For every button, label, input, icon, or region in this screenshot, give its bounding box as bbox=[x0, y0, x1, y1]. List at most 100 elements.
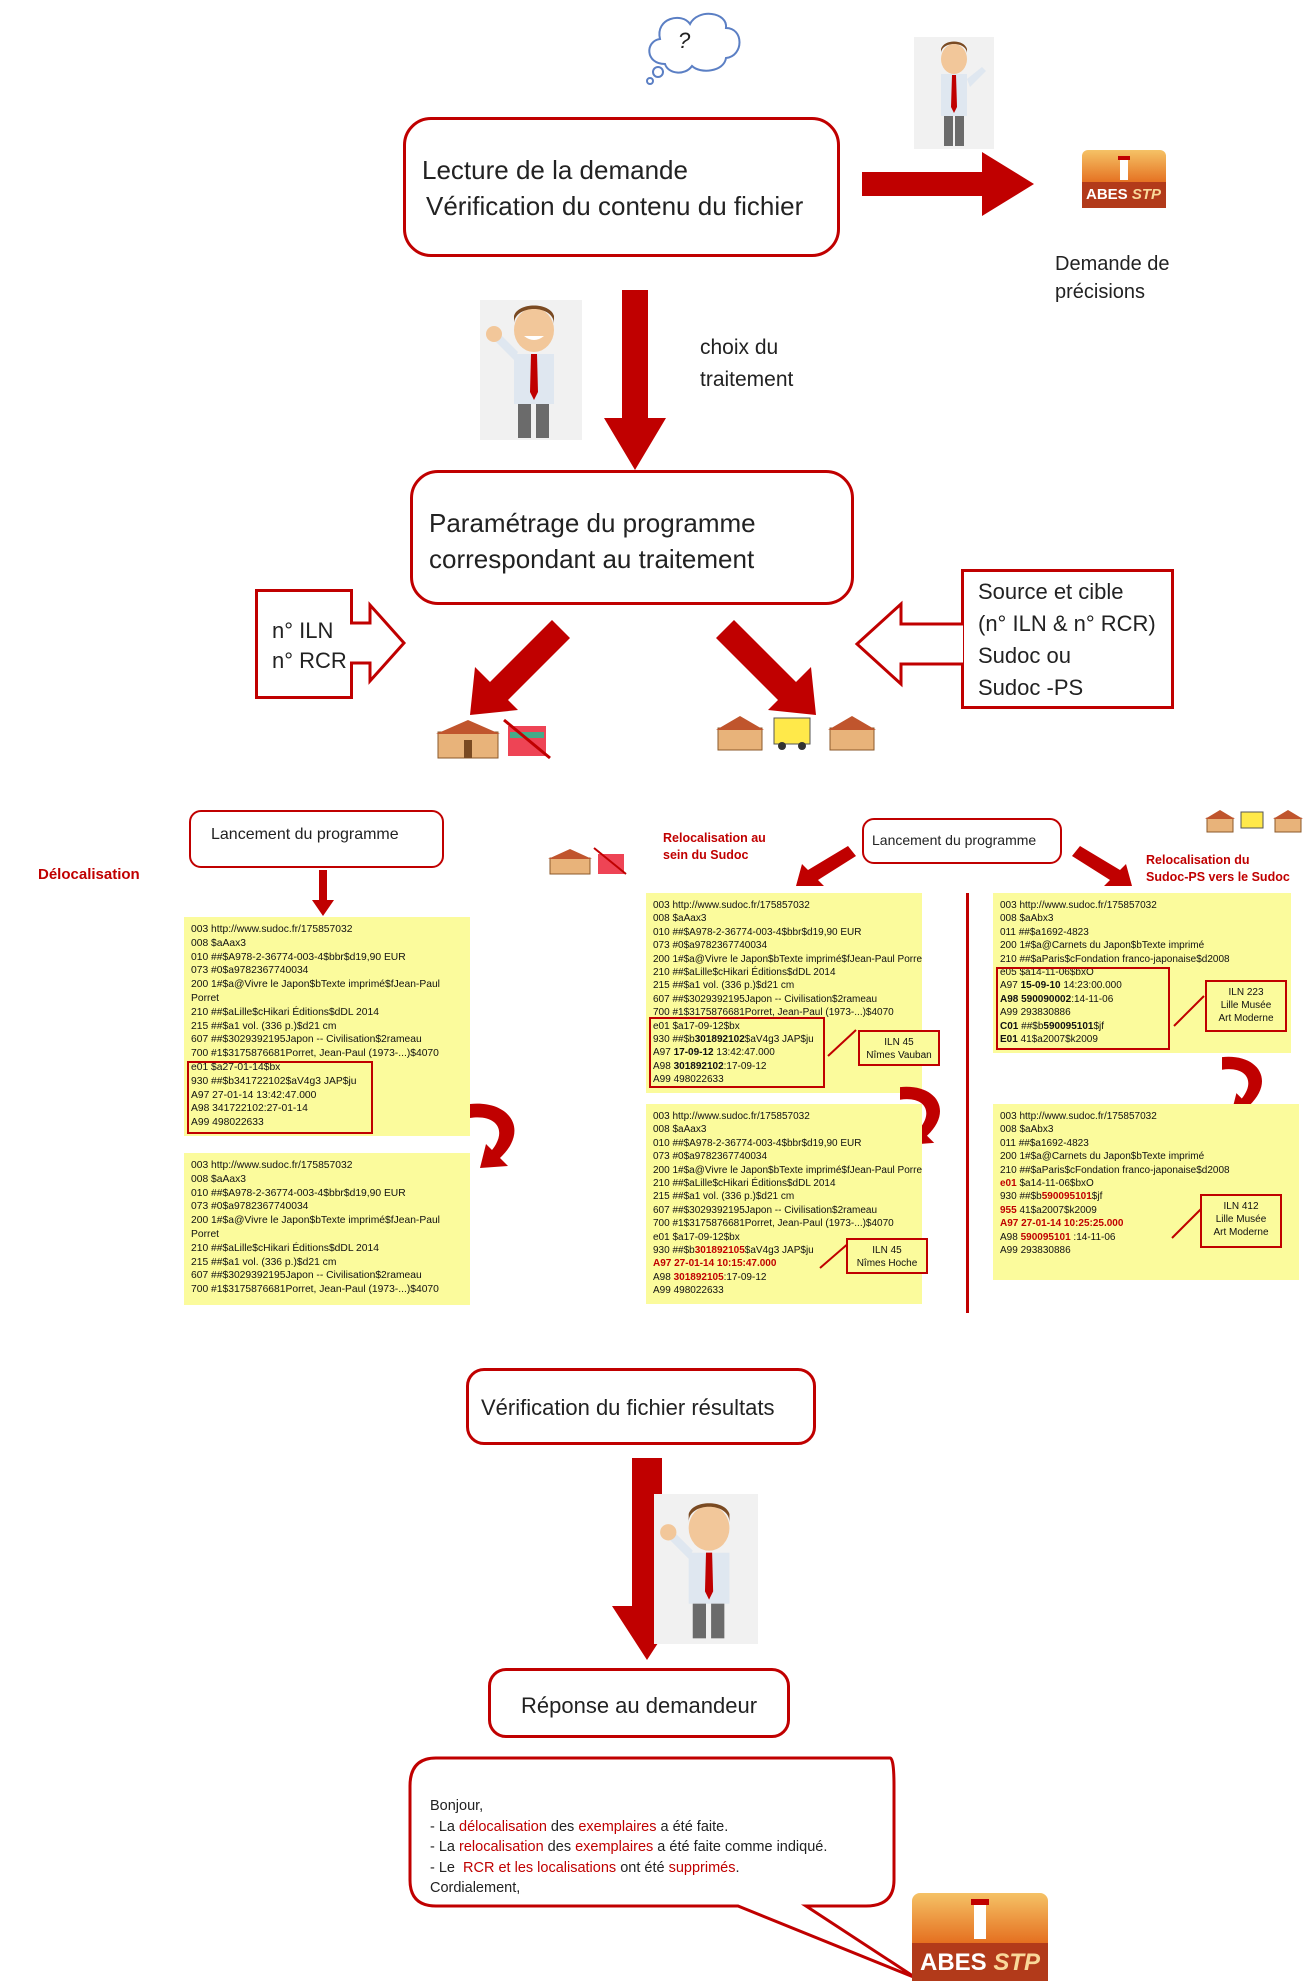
deloc-before-line: 930 ##$b341722102$aV4g3 JAP$ju bbox=[191, 1075, 357, 1087]
reloc-a98-rcr: 301892102 bbox=[673, 1060, 724, 1072]
demande-precisions-label: Demande de précisions bbox=[1055, 250, 1170, 306]
deloc-before-line: 003 http://www.sudoc.fr/175857032 bbox=[191, 924, 353, 935]
person-thumbsup-icon bbox=[654, 1494, 758, 1644]
reloc-ps-before-line: C01 ##$b590095101$jf bbox=[1000, 1020, 1284, 1033]
reloc-before-line: 073 #0$a9782367740034 bbox=[653, 940, 768, 952]
reply-text: - La bbox=[430, 1818, 460, 1835]
reloc-ps-a97-time: 14:23:00.000 bbox=[1060, 980, 1122, 992]
reloc-ps-before-line: A99 293830886 bbox=[1000, 1007, 1071, 1019]
reloc-ps-after-line: 955 41$a2007$k2009 bbox=[1000, 1204, 1292, 1217]
right-input-box: Source et cible (n° ILN & n° RCR) Sudoc … bbox=[961, 569, 1174, 709]
reloc-after-line: A99 498022633 bbox=[653, 1285, 724, 1297]
reply-keyword: supprimés bbox=[668, 1859, 736, 1876]
reloc-record-after: 003 http://www.sudoc.fr/175857032 008 $a… bbox=[646, 1104, 922, 1304]
arrow-down-right-icon bbox=[716, 620, 816, 715]
reloc-ps-e01-rest: 41$a2007$k2009 bbox=[1017, 1034, 1098, 1046]
reloc-ps-after-line: A99 293830886 bbox=[1000, 1245, 1071, 1257]
outline-arrow-right-icon bbox=[350, 601, 407, 685]
deloc-before-line: 210 ##$aLille$cHikari Éditions$dDL 2014 bbox=[191, 1006, 379, 1018]
arrow-down-small-icon bbox=[312, 870, 334, 916]
reloc-ps-after-line: A98 590095101 :14-11-06 bbox=[1000, 1231, 1292, 1244]
deloc-after-line: 073 #0$a9782367740034 bbox=[191, 1201, 309, 1213]
reloc-ps-a98-rcr: A98 590090002 bbox=[1000, 993, 1072, 1005]
reloc-ps-after-line: 003 http://www.sudoc.fr/175857032 bbox=[1000, 1111, 1157, 1122]
reply-text: . bbox=[735, 1859, 740, 1876]
reloc-before-line: 003 http://www.sudoc.fr/175857032 bbox=[653, 900, 810, 911]
arrow-down-right-small-icon bbox=[1072, 846, 1132, 886]
reloc-ps-before-tag-line1: ILN 223 bbox=[1228, 987, 1264, 998]
reply-text: a été faite comme indiqué. bbox=[653, 1839, 828, 1856]
reloc-before-line: 607 ##$3029392195Japon -- Civilisation$2… bbox=[653, 993, 878, 1005]
choix-line1: choix du bbox=[700, 336, 779, 359]
deloc-after-line: 200 1#$a@Vivre le Japon$bTexte imprimé$f… bbox=[191, 1215, 440, 1227]
deloc-after-line: 215 ##$a1 vol. (336 p.)$d21 cm bbox=[191, 1256, 337, 1268]
reloc-ps-before-line: e05 $a14-11-06$bxO bbox=[1000, 967, 1094, 979]
right-input-line2: (n° ILN & n° RCR) bbox=[978, 611, 1156, 636]
speech-bubble-icon bbox=[408, 1756, 917, 1980]
reloc-ps-before-tag-line3: Art Moderne bbox=[1218, 1013, 1274, 1024]
deloc-after-line: 010 ##$A978-2-36774-003-4$bbr$d19,90 EUR bbox=[191, 1187, 406, 1199]
deloc-after-line: Porret bbox=[191, 1228, 220, 1240]
deloc-after-line: 003 http://www.sudoc.fr/175857032 bbox=[191, 1160, 353, 1171]
deloc-before-line: e01 $a27-01-14$bx bbox=[191, 1061, 281, 1073]
arrow-down-left-small-icon bbox=[796, 846, 856, 886]
reloc-ps-after-930-rcr: 590095101 bbox=[1041, 1191, 1092, 1203]
reloc-ps-after-tag-line3: Art Moderne bbox=[1213, 1227, 1269, 1238]
reply-line3: - La relocalisation des exemplaires a ét… bbox=[430, 1837, 827, 1858]
reloc-before-line: A97 17-09-12 13:42:47.000 bbox=[653, 1046, 915, 1059]
reloc-before-tag-line2: Nîmes Vauban bbox=[866, 1050, 932, 1061]
reply-keyword: relocalisation bbox=[459, 1839, 544, 1856]
stp-logo-text: STP bbox=[1131, 186, 1162, 203]
reloc-after-line: 073 #0$a9782367740034 bbox=[653, 1151, 768, 1163]
deloc-before-line: 200 1#$a@Vivre le Japon$bTexte imprimé$f… bbox=[191, 979, 440, 991]
reloc-after-tag: ILN 45 Nîmes Hoche bbox=[846, 1238, 928, 1274]
reloc-before-line: 010 ##$A978-2-36774-003-4$bbr$d19,90 EUR bbox=[653, 926, 862, 938]
delocalisation-label: Délocalisation bbox=[38, 866, 140, 883]
step-reponse-box: Réponse au demandeur bbox=[488, 1668, 790, 1738]
reply-keyword: RCR et les localisations bbox=[463, 1859, 617, 1876]
arrow-down-left-icon bbox=[470, 620, 570, 715]
reloc-ps-before-line: 008 $aAbx3 bbox=[1000, 913, 1054, 925]
step-verification-box: Vérification du fichier résultats bbox=[466, 1368, 816, 1445]
reloc-ps-line1: Relocalisation du bbox=[1146, 853, 1250, 867]
thought-bubble-text: ? bbox=[678, 28, 691, 53]
left-input-line1: n° ILN bbox=[272, 618, 334, 643]
arrow-right-icon bbox=[862, 152, 1034, 216]
right-input-line1: Source et cible bbox=[978, 579, 1124, 604]
step-parametrage-box: Paramétrage du programme correspondant a… bbox=[410, 470, 854, 605]
stp-logo-text: STP bbox=[993, 1949, 1041, 1976]
reloc-after-a98-rcr: 301892105 bbox=[673, 1271, 724, 1283]
reloc-a97-time: 13:42:47.000 bbox=[713, 1047, 775, 1059]
reloc-after-a98-suffix: :17-09-12 bbox=[723, 1271, 767, 1283]
reloc-ps-before-line: 003 http://www.sudoc.fr/175857032 bbox=[1000, 900, 1157, 911]
right-input-line4: Sudoc -PS bbox=[978, 675, 1084, 700]
reloc-after-930-prefix: 930 ##$b bbox=[653, 1245, 695, 1257]
reloc-930-suffix: $aV4g3 JAP$ju bbox=[744, 1034, 814, 1046]
launch-box-left: Lancement du programme bbox=[189, 810, 444, 868]
reply-text: des bbox=[543, 1839, 576, 1856]
reloc-ps-after-a97: A97 27-01-14 10:25:25.000 bbox=[1000, 1218, 1124, 1230]
step-reading-line1: Lecture de la demande bbox=[422, 155, 688, 185]
reloc-after-line: 200 1#$a@Vivre le Japon$bTexte imprimé$f… bbox=[653, 1164, 922, 1176]
connector-line bbox=[1171, 1207, 1203, 1239]
deloc-after-line: 210 ##$aLille$cHikari Éditions$dDL 2014 bbox=[191, 1242, 379, 1254]
reloc-ps-a98-date: :14-11-06 bbox=[1071, 993, 1114, 1005]
reloc-ps-before-tag: ILN 223 Lille Musée Art Moderne bbox=[1205, 980, 1287, 1032]
connector-line bbox=[819, 1241, 851, 1269]
reloc-ps-c01-rcr: 590095101 bbox=[1043, 1020, 1094, 1032]
deloc-before-line: Porret bbox=[191, 992, 220, 1004]
reloc-after-line: 700 #1$3175876681Porret, Jean-Paul (1973… bbox=[653, 1218, 894, 1230]
reloc-before-line: 210 ##$aLille$cHikari Éditions$dDL 2014 bbox=[653, 967, 836, 979]
reloc-ps-a97-date: 15-09-10 bbox=[1020, 980, 1061, 992]
reloc-after-a98-prefix: A98 bbox=[653, 1271, 674, 1283]
reloc-after-line: 003 http://www.sudoc.fr/175857032 bbox=[653, 1111, 810, 1122]
reloc-a97-prefix: A97 bbox=[653, 1047, 674, 1059]
reloc-ps-before-line: 210 ##$aParis$cFondation franco-japonais… bbox=[1000, 953, 1230, 965]
outline-arrow-left-icon bbox=[854, 600, 963, 688]
choix-traitement-label: choix du traitement bbox=[700, 332, 793, 396]
reloc-before-line: A98 301892102:17-09-12 bbox=[653, 1060, 915, 1073]
reloc-before-line: A99 498022633 bbox=[653, 1074, 724, 1086]
abes-stp-logo: ABES STP bbox=[1082, 150, 1166, 208]
reloc-ps-after-line: 210 ##$aParis$cFondation franco-japonais… bbox=[1000, 1164, 1230, 1176]
library-delete-small-icon bbox=[548, 844, 628, 876]
